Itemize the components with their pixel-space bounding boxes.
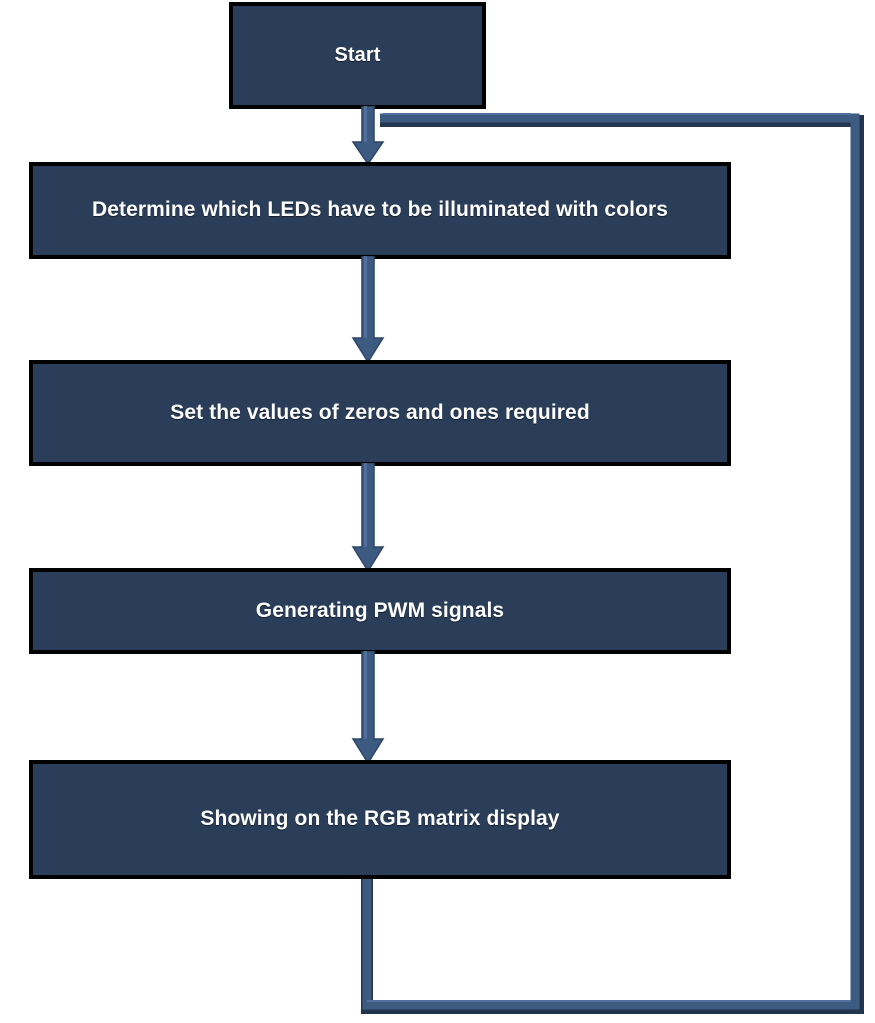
arrow-setvalues-to-pwm [347, 463, 389, 573]
node-determine[interactable]: Determine which LEDs have to be illumina… [29, 162, 731, 259]
node-setvalues[interactable]: Set the values of zeros and ones require… [29, 360, 731, 466]
arrow-start-to-determine [347, 106, 389, 166]
arrow-pwm-to-showing [347, 651, 389, 765]
node-start-label: Start [334, 44, 381, 66]
node-determine-label: Determine which LEDs have to be illumina… [91, 198, 669, 222]
node-setvalues-label: Set the values of zeros and ones require… [170, 400, 590, 424]
node-pwm-label: Generating PWM signals [255, 598, 505, 622]
node-showing-label: Showing on the RGB matrix display [200, 807, 560, 831]
node-pwm[interactable]: Generating PWM signals [29, 568, 731, 654]
arrow-determine-to-setvalues [347, 256, 389, 364]
node-showing[interactable]: Showing on the RGB matrix display [29, 760, 731, 879]
node-start[interactable]: Start [229, 2, 486, 109]
